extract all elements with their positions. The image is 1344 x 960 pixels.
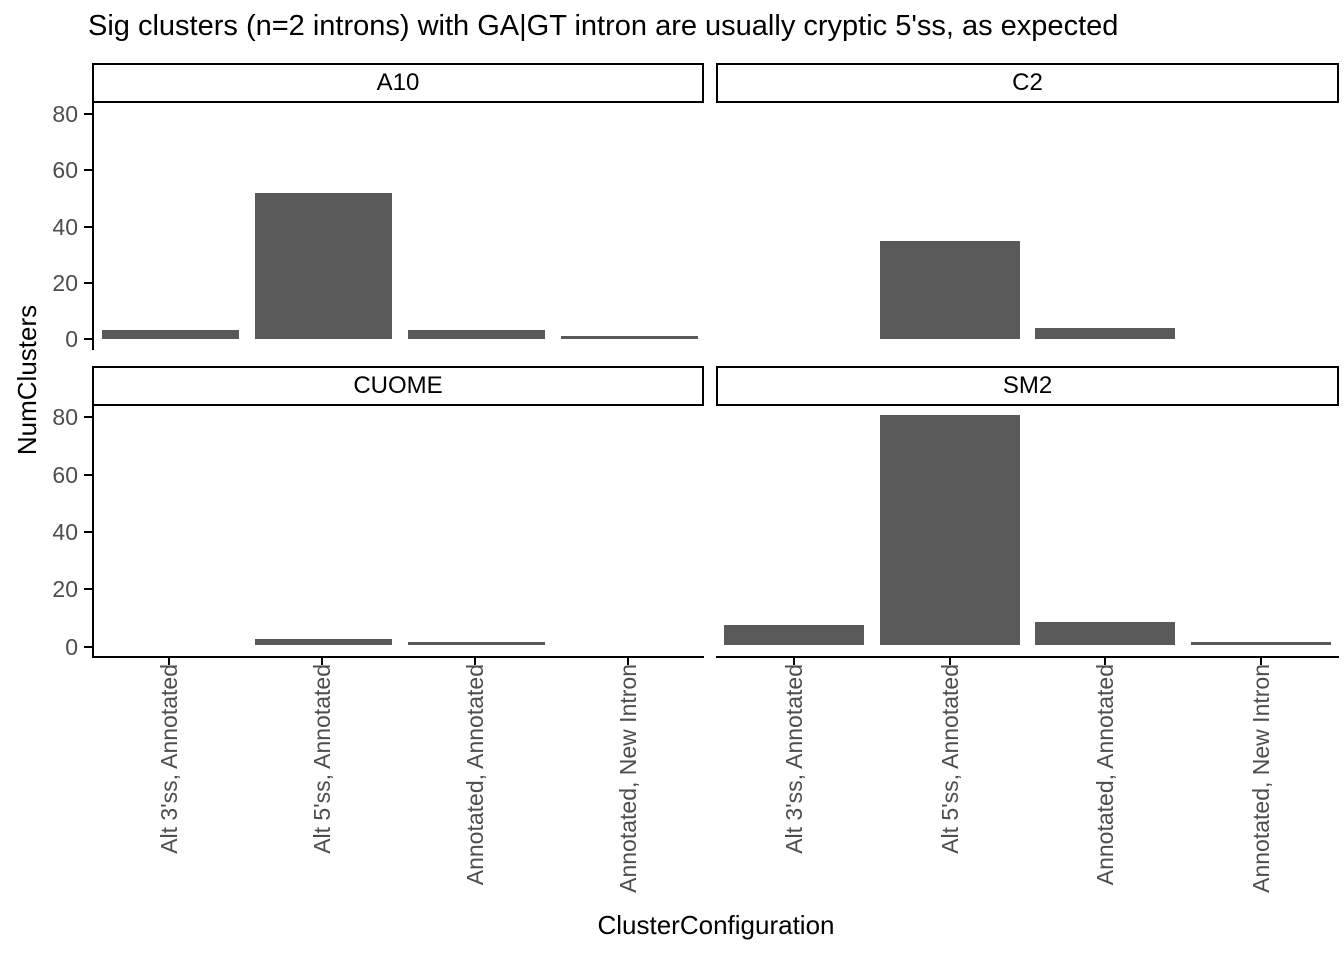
x-axis-tick [167, 658, 170, 665]
x-axis-tick [473, 658, 476, 665]
facet-strip-a10: A10 [92, 63, 704, 103]
x-axis-tick-label: Alt 3'ss, Annotated [780, 664, 807, 854]
y-axis-tick [84, 113, 92, 116]
panel-c2 [716, 103, 1339, 350]
bar [254, 192, 393, 339]
facet-strip-sm2: SM2 [716, 366, 1339, 406]
bar [723, 624, 864, 645]
bar [407, 641, 546, 645]
x-axis-tick-label: Annotated, Annotated [1092, 664, 1119, 886]
x-axis-title: ClusterConfiguration [597, 910, 835, 940]
bar [879, 415, 1020, 645]
bar [254, 638, 393, 645]
y-axis-tick [84, 531, 92, 533]
y-axis-tick [84, 588, 92, 591]
y-axis-tick-label: 20 [52, 269, 78, 296]
chart-title: Sig clusters (n=2 introns) with GA|GT in… [88, 10, 1119, 42]
bar [879, 240, 1020, 339]
y-axis-tick [84, 281, 92, 284]
bar [1035, 327, 1176, 339]
y-axis-tick-label: 60 [52, 157, 78, 184]
facet-strip-label: A10 [376, 69, 420, 96]
x-axis-tick-label: Alt 5'ss, Annotated [308, 664, 335, 854]
y-axis-tick-label: 40 [52, 519, 78, 545]
x-axis-tick-label: Annotated, Annotated [461, 664, 488, 886]
y-axis-tick-label: 80 [52, 404, 78, 431]
facet-strip-c2: C2 [716, 63, 1339, 103]
y-axis-tick [84, 169, 92, 172]
x-axis-tick [948, 658, 951, 665]
y-axis-title: NumClusters [12, 304, 42, 456]
bar [1191, 641, 1332, 645]
x-axis-tick [320, 658, 323, 665]
x-axis-tick [1260, 658, 1263, 665]
bar [560, 335, 699, 339]
bar [1035, 621, 1176, 645]
y-axis-tick-label: 0 [65, 633, 78, 660]
y-axis-tick [84, 473, 92, 476]
x-axis-tick-label: Alt 3'ss, Annotated [155, 664, 182, 854]
facet-strip-label: C2 [1012, 69, 1043, 96]
x-axis-tick [626, 658, 629, 665]
y-axis-tick [84, 645, 92, 648]
y-axis-tick [84, 337, 92, 340]
facet-strip-label: SM2 [1002, 372, 1053, 399]
x-axis-tick-label: Annotated, New Intron [1248, 664, 1275, 893]
x-axis-tick [1104, 658, 1107, 665]
panel-a10 [92, 103, 704, 350]
y-axis-tick-label: 60 [52, 461, 78, 488]
x-axis-tick-label: Alt 5'ss, Annotated [936, 664, 963, 854]
panel-cuome [92, 406, 704, 658]
facet-strip-label: CUOME [353, 372, 443, 399]
y-axis-tick-label: 20 [52, 576, 78, 603]
panel-sm2 [716, 406, 1339, 658]
y-axis-tick [84, 225, 92, 228]
y-axis-tick-label: 0 [65, 325, 78, 352]
y-axis-tick-label: 80 [52, 101, 78, 128]
x-axis-tick [792, 658, 795, 665]
y-axis-tick-label: 40 [52, 213, 78, 240]
bar [407, 330, 546, 339]
y-axis-tick [84, 416, 92, 419]
facet-strip-cuome: CUOME [92, 366, 704, 406]
bar [101, 330, 240, 339]
x-axis-tick-label: Annotated, New Intron [614, 664, 641, 893]
